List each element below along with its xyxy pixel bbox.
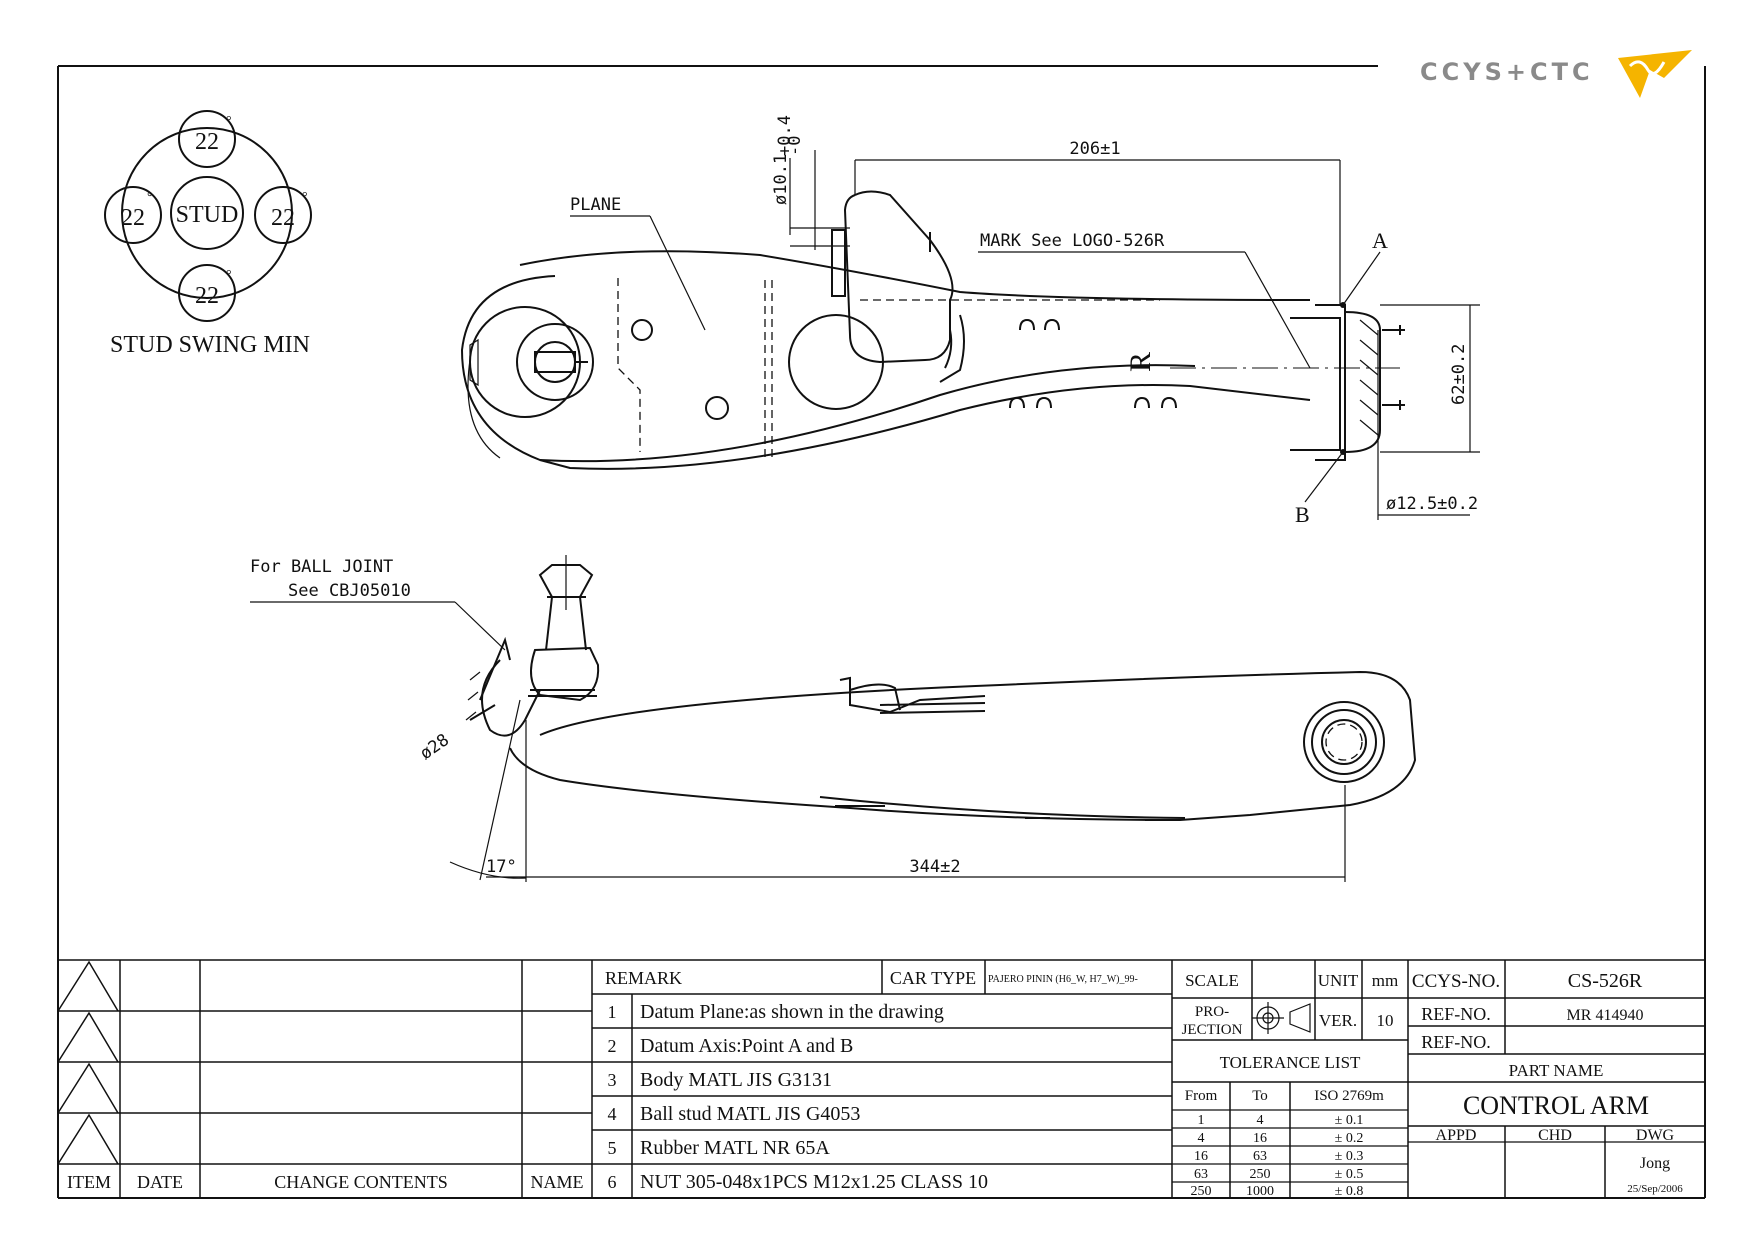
plane-label: PLANE xyxy=(570,195,621,215)
remark-no: 6 xyxy=(608,1172,617,1192)
angle-bottom: 22 xyxy=(195,283,219,309)
ball-joint-note-line2: See CBJ05010 xyxy=(288,581,411,601)
remark-text: Datum Plane:as shown in the drawing xyxy=(640,1001,944,1023)
degree-mark: ° xyxy=(302,190,308,205)
tol-header-iso: ISO 2769m xyxy=(1314,1088,1384,1104)
point-a-label: A xyxy=(1372,228,1388,253)
angle-top: 22 xyxy=(195,129,219,155)
side-view-drawing: For BALL JOINT See CBJ05010 ø28 344±2 17… xyxy=(250,555,1417,882)
remark-text: Body MATL JIS G3131 xyxy=(640,1069,832,1091)
ref-no-value: MR 414940 xyxy=(1567,1007,1644,1024)
stud-swing-caption: STUD SWING MIN xyxy=(110,332,310,358)
dim-hole-tol-plus: +0.4 xyxy=(775,115,795,156)
tol-to: 4 xyxy=(1257,1113,1264,1128)
angle-right: 22 xyxy=(271,205,295,231)
top-view-drawing: R PLANE MARK See LOGO-526R 206±1 ø10.1 +… xyxy=(460,115,1480,527)
part-name-label: PART NAME xyxy=(1509,1061,1604,1080)
dwg-label: DWG xyxy=(1636,1127,1675,1144)
ball-joint-note-line1: For BALL JOINT xyxy=(250,557,393,577)
car-type-label: CAR TYPE xyxy=(890,968,976,988)
tol-to: 1000 xyxy=(1246,1184,1274,1199)
scale-label: SCALE xyxy=(1185,971,1239,990)
point-b-label: B xyxy=(1295,502,1310,527)
dim-hole: ø10.1 xyxy=(771,154,791,205)
dim-ball-diameter: ø28 xyxy=(416,730,453,764)
tol-value: ± 0.2 xyxy=(1335,1131,1364,1146)
unit-value: mm xyxy=(1372,971,1398,990)
mark-label: MARK See LOGO-526R xyxy=(980,231,1165,251)
car-type-value: PAJERO PININ (H6_W, H7_W)_99- xyxy=(988,974,1138,985)
tol-header-from: From xyxy=(1185,1088,1218,1104)
projection-symbol-icon xyxy=(1252,1002,1311,1034)
remark-no: 5 xyxy=(608,1138,617,1158)
date-value: 25/Sep/2006 xyxy=(1627,1183,1683,1195)
dim-bush-diameter: ø12.5±0.2 xyxy=(1386,494,1478,514)
dim-hole-tol-minus: -0 xyxy=(785,136,805,156)
angle-left: 22 xyxy=(121,205,145,231)
logo-text: CCYS+CTC xyxy=(1420,58,1594,86)
tol-to: 250 xyxy=(1250,1167,1271,1182)
unit-label: UNIT xyxy=(1318,971,1359,990)
side-mark-r: R xyxy=(1124,352,1157,372)
revision-triangles xyxy=(57,960,119,1165)
projection-label-2: JECTION xyxy=(1182,1022,1243,1038)
rev-header-name: NAME xyxy=(531,1172,584,1192)
title-block-text: ITEM DATE CHANGE CONTENTS NAME REMARK CA… xyxy=(67,968,1683,1199)
stud-circle xyxy=(170,176,244,250)
ref-no-label: REF-NO. xyxy=(1421,1004,1491,1024)
tol-value: ± 0.5 xyxy=(1335,1167,1364,1182)
chd-label: CHD xyxy=(1538,1127,1572,1144)
dim-length-206: 206±1 xyxy=(1069,139,1120,159)
tol-from: 1 xyxy=(1198,1113,1205,1128)
remark-no: 1 xyxy=(608,1002,617,1022)
tol-from: 16 xyxy=(1194,1149,1208,1164)
appd-label: APPD xyxy=(1436,1127,1477,1144)
ver-value: 10 xyxy=(1377,1011,1394,1030)
company-logo: CCYS+CTC xyxy=(1420,50,1692,98)
remark-no: 3 xyxy=(608,1070,617,1090)
remark-text: Datum Axis:Point A and B xyxy=(640,1035,853,1057)
remark-label: REMARK xyxy=(605,968,682,988)
degree-mark: ° xyxy=(147,190,153,205)
angle-circle-top xyxy=(178,110,236,168)
remark-text: Rubber MATL NR 65A xyxy=(640,1137,830,1159)
remark-no: 2 xyxy=(608,1036,617,1056)
tolerance-title: TOLERANCE LIST xyxy=(1220,1053,1361,1072)
degree-mark: ° xyxy=(226,268,232,283)
tol-from: 250 xyxy=(1191,1184,1212,1199)
tol-header-to: To xyxy=(1252,1088,1268,1104)
tol-to: 16 xyxy=(1253,1131,1267,1146)
rev-header-item: ITEM xyxy=(67,1172,111,1192)
ref-no-label-2: REF-NO. xyxy=(1421,1032,1491,1052)
ccys-no-label: CCYS-NO. xyxy=(1412,971,1500,992)
rev-header-date: DATE xyxy=(137,1172,183,1192)
part-name-value: CONTROL ARM xyxy=(1463,1091,1649,1120)
angle-circle-bottom xyxy=(178,264,236,322)
ccys-no-value: CS-526R xyxy=(1568,970,1643,992)
angle-circle-right xyxy=(254,186,312,244)
sheet-frame xyxy=(57,65,1706,1199)
dwg-value: Jong xyxy=(1640,1155,1670,1172)
ver-label: VER. xyxy=(1319,1011,1357,1030)
tol-value: ± 0.1 xyxy=(1335,1113,1364,1128)
remark-no: 4 xyxy=(608,1104,617,1124)
projection-label-1: PRO- xyxy=(1195,1004,1229,1020)
title-block-grid xyxy=(57,959,1705,1198)
angle-circle-left xyxy=(104,186,162,244)
tol-value: ± 0.3 xyxy=(1335,1149,1364,1164)
dim-length-344: 344±2 xyxy=(909,857,960,877)
tol-from: 4 xyxy=(1198,1131,1205,1146)
tol-to: 63 xyxy=(1253,1149,1267,1164)
stud-label: STUD xyxy=(176,202,239,228)
remark-text: Ball stud MATL JIS G4053 xyxy=(640,1103,860,1125)
dim-angle-17: 17° xyxy=(486,857,517,877)
rev-header-change: CHANGE CONTENTS xyxy=(274,1172,448,1192)
dim-height-62: 62±0.2 xyxy=(1449,344,1469,405)
degree-mark: ° xyxy=(226,114,232,129)
remark-text: NUT 305-048x1PCS M12x1.25 CLASS 10 xyxy=(640,1171,988,1193)
tol-value: ± 0.8 xyxy=(1335,1184,1364,1199)
tol-from: 63 xyxy=(1194,1167,1208,1182)
stud-swing-diagram: STUD 22 22 22 22 ° ° ° ° STUD SWING MIN xyxy=(104,110,312,358)
